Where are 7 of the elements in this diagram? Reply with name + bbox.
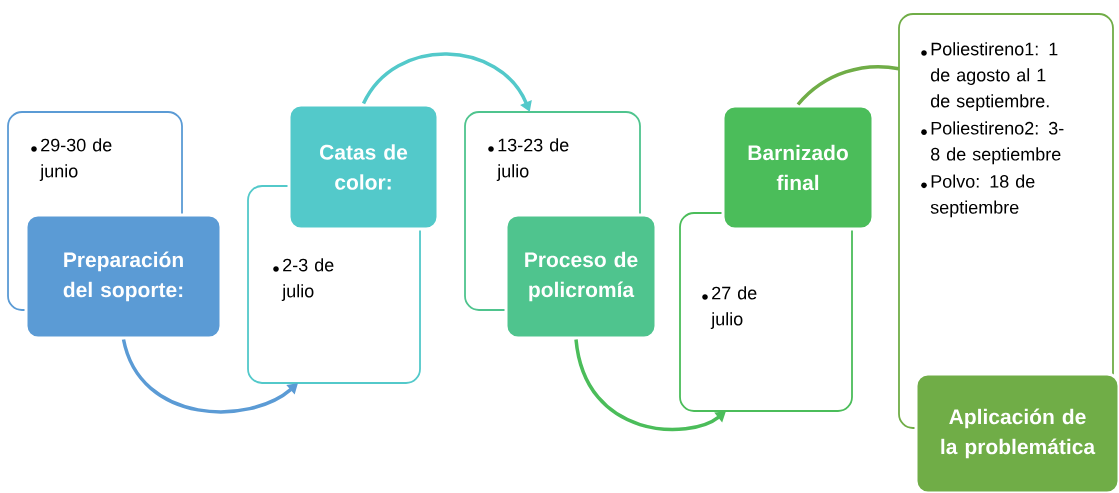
curved-arrow (121, 339, 298, 414)
title-box: Proceso de policromía (504, 213, 658, 340)
title-box: Barnizado final (721, 104, 875, 231)
title-box: Preparación del soporte: (24, 213, 223, 340)
curved-arrow (574, 339, 726, 432)
title-box: Aplicación de la problemática (914, 372, 1119, 493)
title-box: Catas de color: (287, 103, 440, 231)
